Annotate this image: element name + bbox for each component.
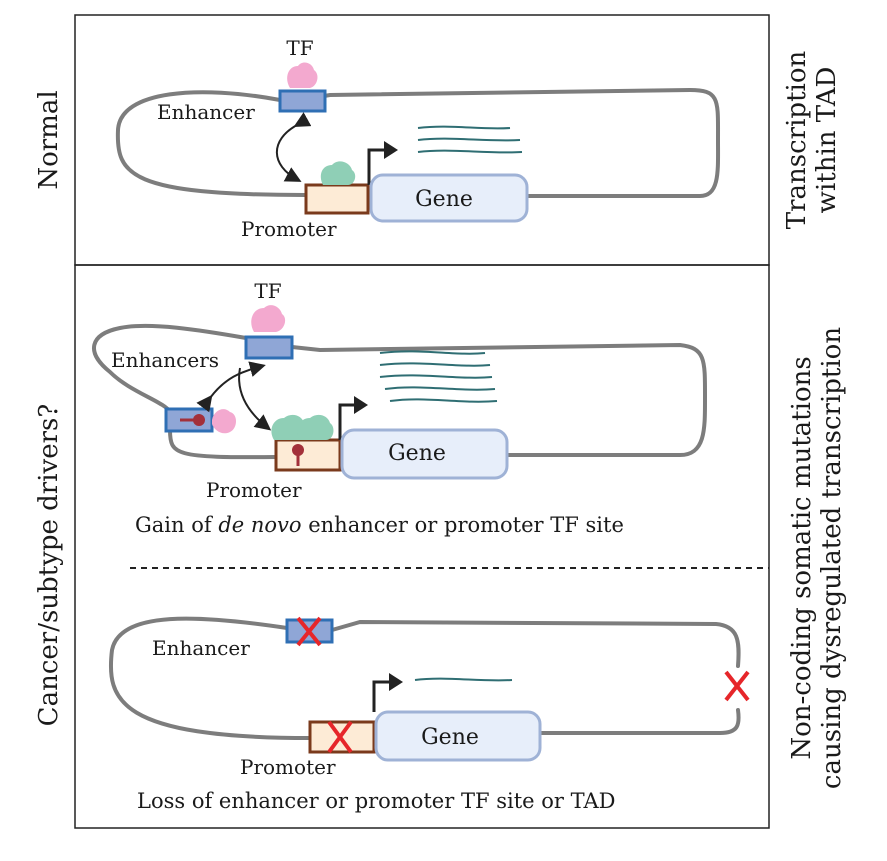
loss-tss-line [372, 680, 390, 712]
loss-gene-label: Gene [421, 725, 479, 750]
gain-promoter-label: Promoter [206, 478, 302, 502]
normal-transcript-3 [417, 149, 523, 154]
gain-transcripts [379, 350, 498, 403]
normal-transcripts [417, 125, 523, 154]
gain-transcript-3 [379, 374, 493, 379]
normal-transcript-1 [417, 125, 511, 130]
normal-promoter [304, 183, 370, 215]
gain-transcript-1 [379, 350, 486, 355]
loss-tad-deletion-icon [724, 670, 750, 702]
gain-tss-line [338, 403, 355, 440]
normal-gene [369, 173, 529, 223]
gain-arrow-promoter [238, 367, 272, 431]
gain-enhancer-mutation-marker [193, 414, 205, 426]
gain-gene [340, 428, 509, 480]
normal-enhancer-label: Enhancer [157, 100, 255, 124]
normal-enhancer [278, 89, 327, 113]
gain-panel: TF Enhancers Promoter Gene Gain of [92, 279, 708, 537]
gain-promoter-tf-2 [297, 414, 334, 440]
normal-gene-label: Gene [415, 187, 473, 212]
loss-enhancer-deletion-icon [296, 616, 322, 647]
gain-transcript-5 [389, 398, 498, 403]
loss-promoter-label: Promoter [240, 755, 336, 779]
gain-gene-label: Gene [388, 441, 446, 466]
loss-panel: Enhancer Promoter Gene Loss of enhancer … [108, 616, 750, 813]
normal-right-label-line2: within TAD [812, 67, 842, 214]
gain-enhancer-top [244, 335, 294, 360]
normal-tss-line [367, 148, 385, 185]
gain-arrow-enhancer [196, 361, 266, 413]
gain-promoter [274, 438, 342, 472]
normal-promoter-label: Promoter [241, 217, 337, 241]
gain-transcript-4 [384, 386, 496, 391]
loss-enhancer-label: Enhancer [152, 636, 250, 660]
cancer-right-label-line2: causing dysregulated transcription [817, 327, 847, 789]
normal-side-label: Normal [34, 90, 64, 189]
normal-promoter-tf-shape [320, 161, 356, 185]
loss-chromatin-loop [108, 616, 741, 740]
gain-caption-prefix: Gain of [135, 513, 218, 537]
normal-tss-arrowhead [384, 141, 398, 159]
gain-caption: Gain of de novo enhancer or promoter TF … [135, 513, 624, 537]
gain-tss-arrowhead [354, 396, 368, 414]
loss-promoter-deletion-icon [327, 720, 353, 754]
cancer-side-label: Cancer/subtype drivers? [34, 404, 64, 727]
normal-tf-shape [287, 62, 318, 88]
gain-tf-new-shape [212, 409, 236, 434]
gain-tf-label: TF [254, 279, 281, 303]
gain-caption-italic: de novo [218, 513, 301, 537]
gain-transcript-2 [379, 362, 491, 367]
gain-caption-suffix: enhancer or promoter TF site [302, 513, 624, 537]
gain-promoter-mutation-marker [292, 444, 304, 456]
normal-chromatin-loop [115, 87, 721, 198]
cancer-panel-frame [74, 264, 770, 829]
normal-transcript-2 [417, 137, 521, 142]
loss-gene [374, 710, 542, 762]
normal-interaction-arrow [275, 112, 312, 182]
loss-transcript [414, 677, 513, 682]
gain-tf-top-shape [251, 305, 286, 332]
normal-tf-label: TF [286, 36, 313, 60]
gain-enhancers-label: Enhancers [111, 348, 219, 372]
gain-chromatin-loop [92, 323, 708, 460]
normal-panel: TF Enhancer Promoter Gene [115, 36, 721, 241]
cancer-right-label-line1: Non-coding somatic mutations [787, 356, 817, 759]
loss-tss-arrowhead [389, 673, 403, 691]
loss-caption: Loss of enhancer or promoter TF site or … [137, 789, 615, 813]
normal-right-label-line1: Transcription [782, 51, 812, 230]
